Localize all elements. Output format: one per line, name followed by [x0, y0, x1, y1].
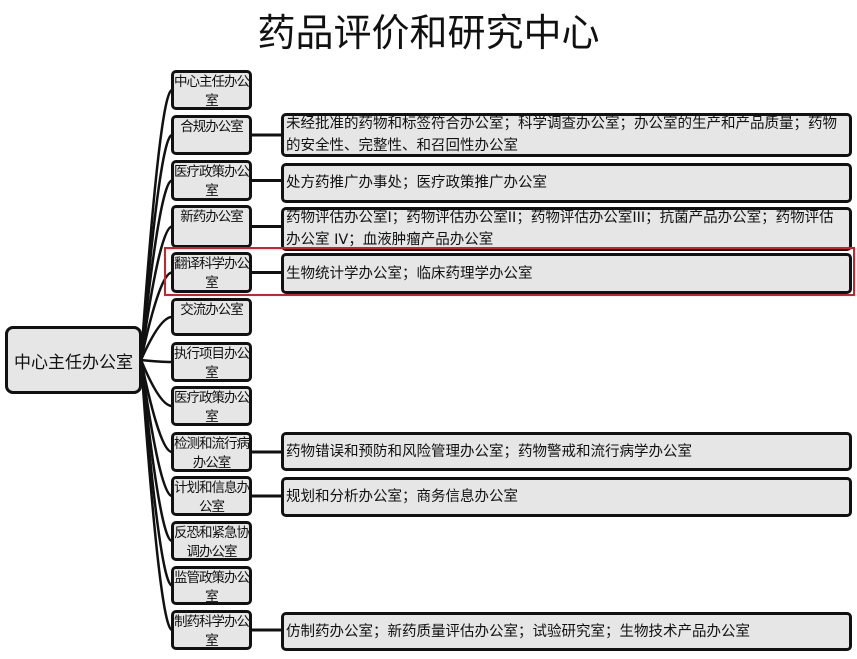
branch-node[interactable]: 新药办公室	[171, 205, 252, 248]
branch-node[interactable]: 检测和流行病办公室	[171, 432, 252, 472]
branch-node[interactable]: 反恐和紧急协调办公室	[171, 521, 252, 561]
child-node[interactable]: 未经批准的药物和标签符合办公室；科学调查办公室；办公室的生产和产品质量；药物的安…	[281, 113, 852, 157]
branch-node[interactable]: 执行项目办公室	[171, 342, 252, 382]
child-label: 规划和分析办公室；商务信息办公室	[286, 489, 518, 505]
root-connector	[139, 359, 173, 408]
child-node[interactable]: 处方药推广办事处；医疗政策推广办公室	[281, 163, 852, 203]
page-title: 药品评价和研究中心	[257, 11, 600, 55]
child-label: 未经批准的药物和标签符合办公室；科学调查办公室；办公室的生产和产品质量；药物的安…	[286, 116, 837, 154]
root-connector	[139, 179, 173, 361]
branch-node[interactable]: 合规办公室	[171, 115, 252, 155]
root-connector	[139, 225, 173, 361]
branch-node[interactable]: 翻译科学办公室	[171, 252, 252, 293]
root-connector	[139, 315, 173, 361]
child-node[interactable]: 生物统计学办公室；临床药理学办公室	[281, 253, 852, 294]
branch-node[interactable]: 监管政策办公室	[171, 566, 252, 605]
branch-node[interactable]: 医疗政策办公室	[171, 160, 252, 201]
root-node[interactable]: 中心主任办公室	[5, 326, 142, 394]
child-node[interactable]: 规划和分析办公室；商务信息办公室	[281, 477, 852, 517]
child-label: 处方药推广办事处；医疗政策推广办公室	[286, 175, 547, 191]
root-connector	[140, 358, 173, 364]
child-label: 仿制药办公室；新药质量评估办公室；试验研究室；生物技术产品办公室	[286, 623, 750, 640]
child-label: 药物评估办公室I；药物评估办公室II；药物评估办公室III；抗菌产品办公室；药物…	[286, 210, 834, 248]
branch-node[interactable]: 中心主任办公室	[171, 70, 252, 110]
child-label: 药物错误和预防和风险管理办公室；药物警戒和流行病学办公室	[286, 443, 692, 460]
root-connector	[139, 359, 173, 632]
child-node[interactable]: 药物错误和预防和风险管理办公室；药物警戒和流行病学办公室	[281, 432, 852, 471]
child-node[interactable]: 药物评估办公室I；药物评估办公室II；药物评估办公室III；抗菌产品办公室；药物…	[281, 207, 852, 251]
child-label: 生物统计学办公室；临床药理学办公室	[286, 265, 533, 282]
root-connector	[139, 271, 173, 361]
branch-node[interactable]: 计划和信息办公室	[171, 476, 252, 516]
highlight-box	[164, 247, 855, 296]
branch-node[interactable]: 制药科学办公室	[171, 610, 252, 650]
branch-node[interactable]: 交流办公室	[171, 298, 252, 336]
child-node[interactable]: 仿制药办公室；新药质量评估办公室；试验研究室；生物技术产品办公室	[281, 612, 852, 651]
root-connector	[139, 133, 173, 361]
branch-node[interactable]: 医疗政策办公室	[171, 386, 252, 426]
root-connector	[139, 359, 173, 454]
